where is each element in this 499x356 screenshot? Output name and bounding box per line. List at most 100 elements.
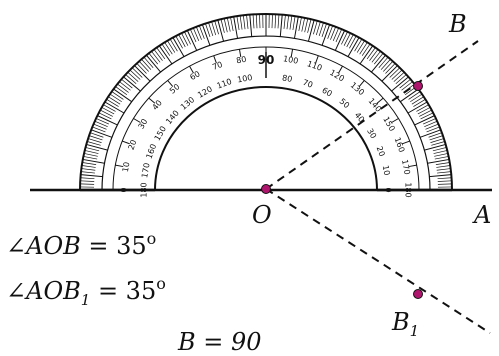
scale-tick: [85, 150, 99, 153]
angle-symbol: ∠: [6, 232, 26, 260]
scale-tick: [139, 61, 149, 71]
inner-scale-label: 180: [140, 182, 149, 197]
scale-tick: [253, 14, 254, 28]
scale-tick: [116, 87, 127, 95]
equation-value: = 35: [90, 277, 156, 305]
scale-tick: [144, 57, 153, 68]
scale-tick: [108, 97, 120, 104]
inner-scale-label: 0: [384, 187, 393, 192]
scale-tick: [372, 51, 381, 62]
scale-tick: [83, 159, 105, 163]
scale-tick: [142, 59, 151, 69]
scale-tick: [231, 17, 234, 31]
scale-tick: [429, 175, 451, 177]
scale-tick: [154, 49, 162, 60]
scale-tick: [240, 16, 242, 30]
scale-tick: [275, 14, 276, 28]
scale-tick: [91, 130, 112, 138]
scale-tick: [379, 57, 388, 68]
scale-tick: [390, 68, 400, 78]
scale-tick: [347, 35, 354, 47]
scale-tick: [308, 20, 314, 41]
scale-tick: [410, 94, 422, 102]
scale-tick: [159, 46, 172, 64]
scale-tick: [250, 15, 252, 37]
inner-scale-label: 140: [164, 109, 181, 126]
scale-tick: [374, 53, 383, 64]
point-O: [262, 185, 271, 194]
scale-tick: [402, 82, 413, 91]
scale-tick: [227, 18, 230, 32]
outer-scale-label: 140: [366, 96, 383, 113]
scale-tick: [341, 32, 347, 45]
scale-tick: [433, 147, 447, 150]
scale-tick: [146, 55, 160, 72]
inner-scale-label: 120: [196, 84, 214, 99]
equation-value: = 35: [81, 232, 147, 260]
scale-tick: [80, 178, 94, 179]
equation-aob: ∠AOB = 35o: [6, 231, 156, 258]
scale-tick: [234, 17, 238, 39]
scale-tick: [424, 121, 437, 126]
scale-tick: [103, 105, 115, 112]
scale-tick: [100, 110, 112, 116]
scale-tick: [436, 166, 450, 168]
scale-tick: [193, 28, 198, 41]
scale-tick: [126, 75, 137, 84]
inner-scale-label: 100: [237, 73, 254, 85]
scale-tick: [287, 15, 289, 29]
scale-tick: [299, 17, 302, 31]
scale-tick: [96, 118, 109, 124]
scale-tick: [112, 92, 124, 100]
scale-tick: [418, 107, 430, 114]
scale-tick: [124, 77, 141, 91]
outer-scale-label: 40: [151, 98, 164, 112]
scale-tick: [308, 19, 311, 33]
inner-scale-label: 60: [320, 86, 333, 99]
scale-tick: [349, 36, 356, 48]
scale-tick: [83, 156, 97, 159]
scale-tick: [170, 39, 177, 51]
outer-scale-label: 10: [121, 161, 132, 173]
scale-tick: [302, 18, 305, 32]
scale-tick: [434, 153, 448, 156]
scale-tick: [284, 15, 285, 29]
protractor-center-label: 90: [258, 53, 275, 67]
scale-tick: [81, 169, 95, 171]
scale-tick: [81, 172, 95, 173]
scale-tick: [392, 70, 402, 80]
scale-tick: [94, 124, 107, 129]
scale-tick: [394, 72, 404, 81]
scale-tick: [128, 72, 138, 81]
scale-tick: [438, 178, 452, 179]
inner-scale-label: 130: [179, 95, 196, 112]
equation-partial: B = 90: [178, 330, 262, 354]
outer-scale-label: 60: [188, 69, 201, 82]
scale-tick: [176, 36, 183, 48]
scale-tick: [280, 15, 282, 37]
inner-scale-label: 110: [216, 77, 233, 91]
scale-tick: [221, 19, 224, 33]
scale-tick: [383, 61, 393, 71]
outer-scale-label: 160: [393, 136, 407, 153]
scale-tick: [392, 77, 409, 91]
scale-tick: [420, 130, 441, 138]
inner-scale-label: 170: [140, 162, 152, 179]
scale-tick: [438, 181, 452, 182]
inner-scale-label: 10: [381, 165, 392, 177]
label-O: O: [252, 203, 272, 227]
label-B: B: [449, 12, 467, 36]
scale-tick: [396, 75, 407, 84]
angle-name: AOB: [26, 232, 81, 260]
scale-tick: [437, 172, 451, 173]
scale-tick: [80, 181, 94, 182]
scale-tick: [243, 15, 245, 29]
scale-tick: [357, 41, 364, 53]
scale-tick: [360, 42, 368, 54]
label-A: A: [474, 203, 491, 227]
scale-tick: [247, 15, 248, 29]
outer-scale-label: 120: [328, 68, 346, 83]
scale-tick: [149, 53, 158, 64]
outer-scale-label: 100: [282, 54, 299, 66]
